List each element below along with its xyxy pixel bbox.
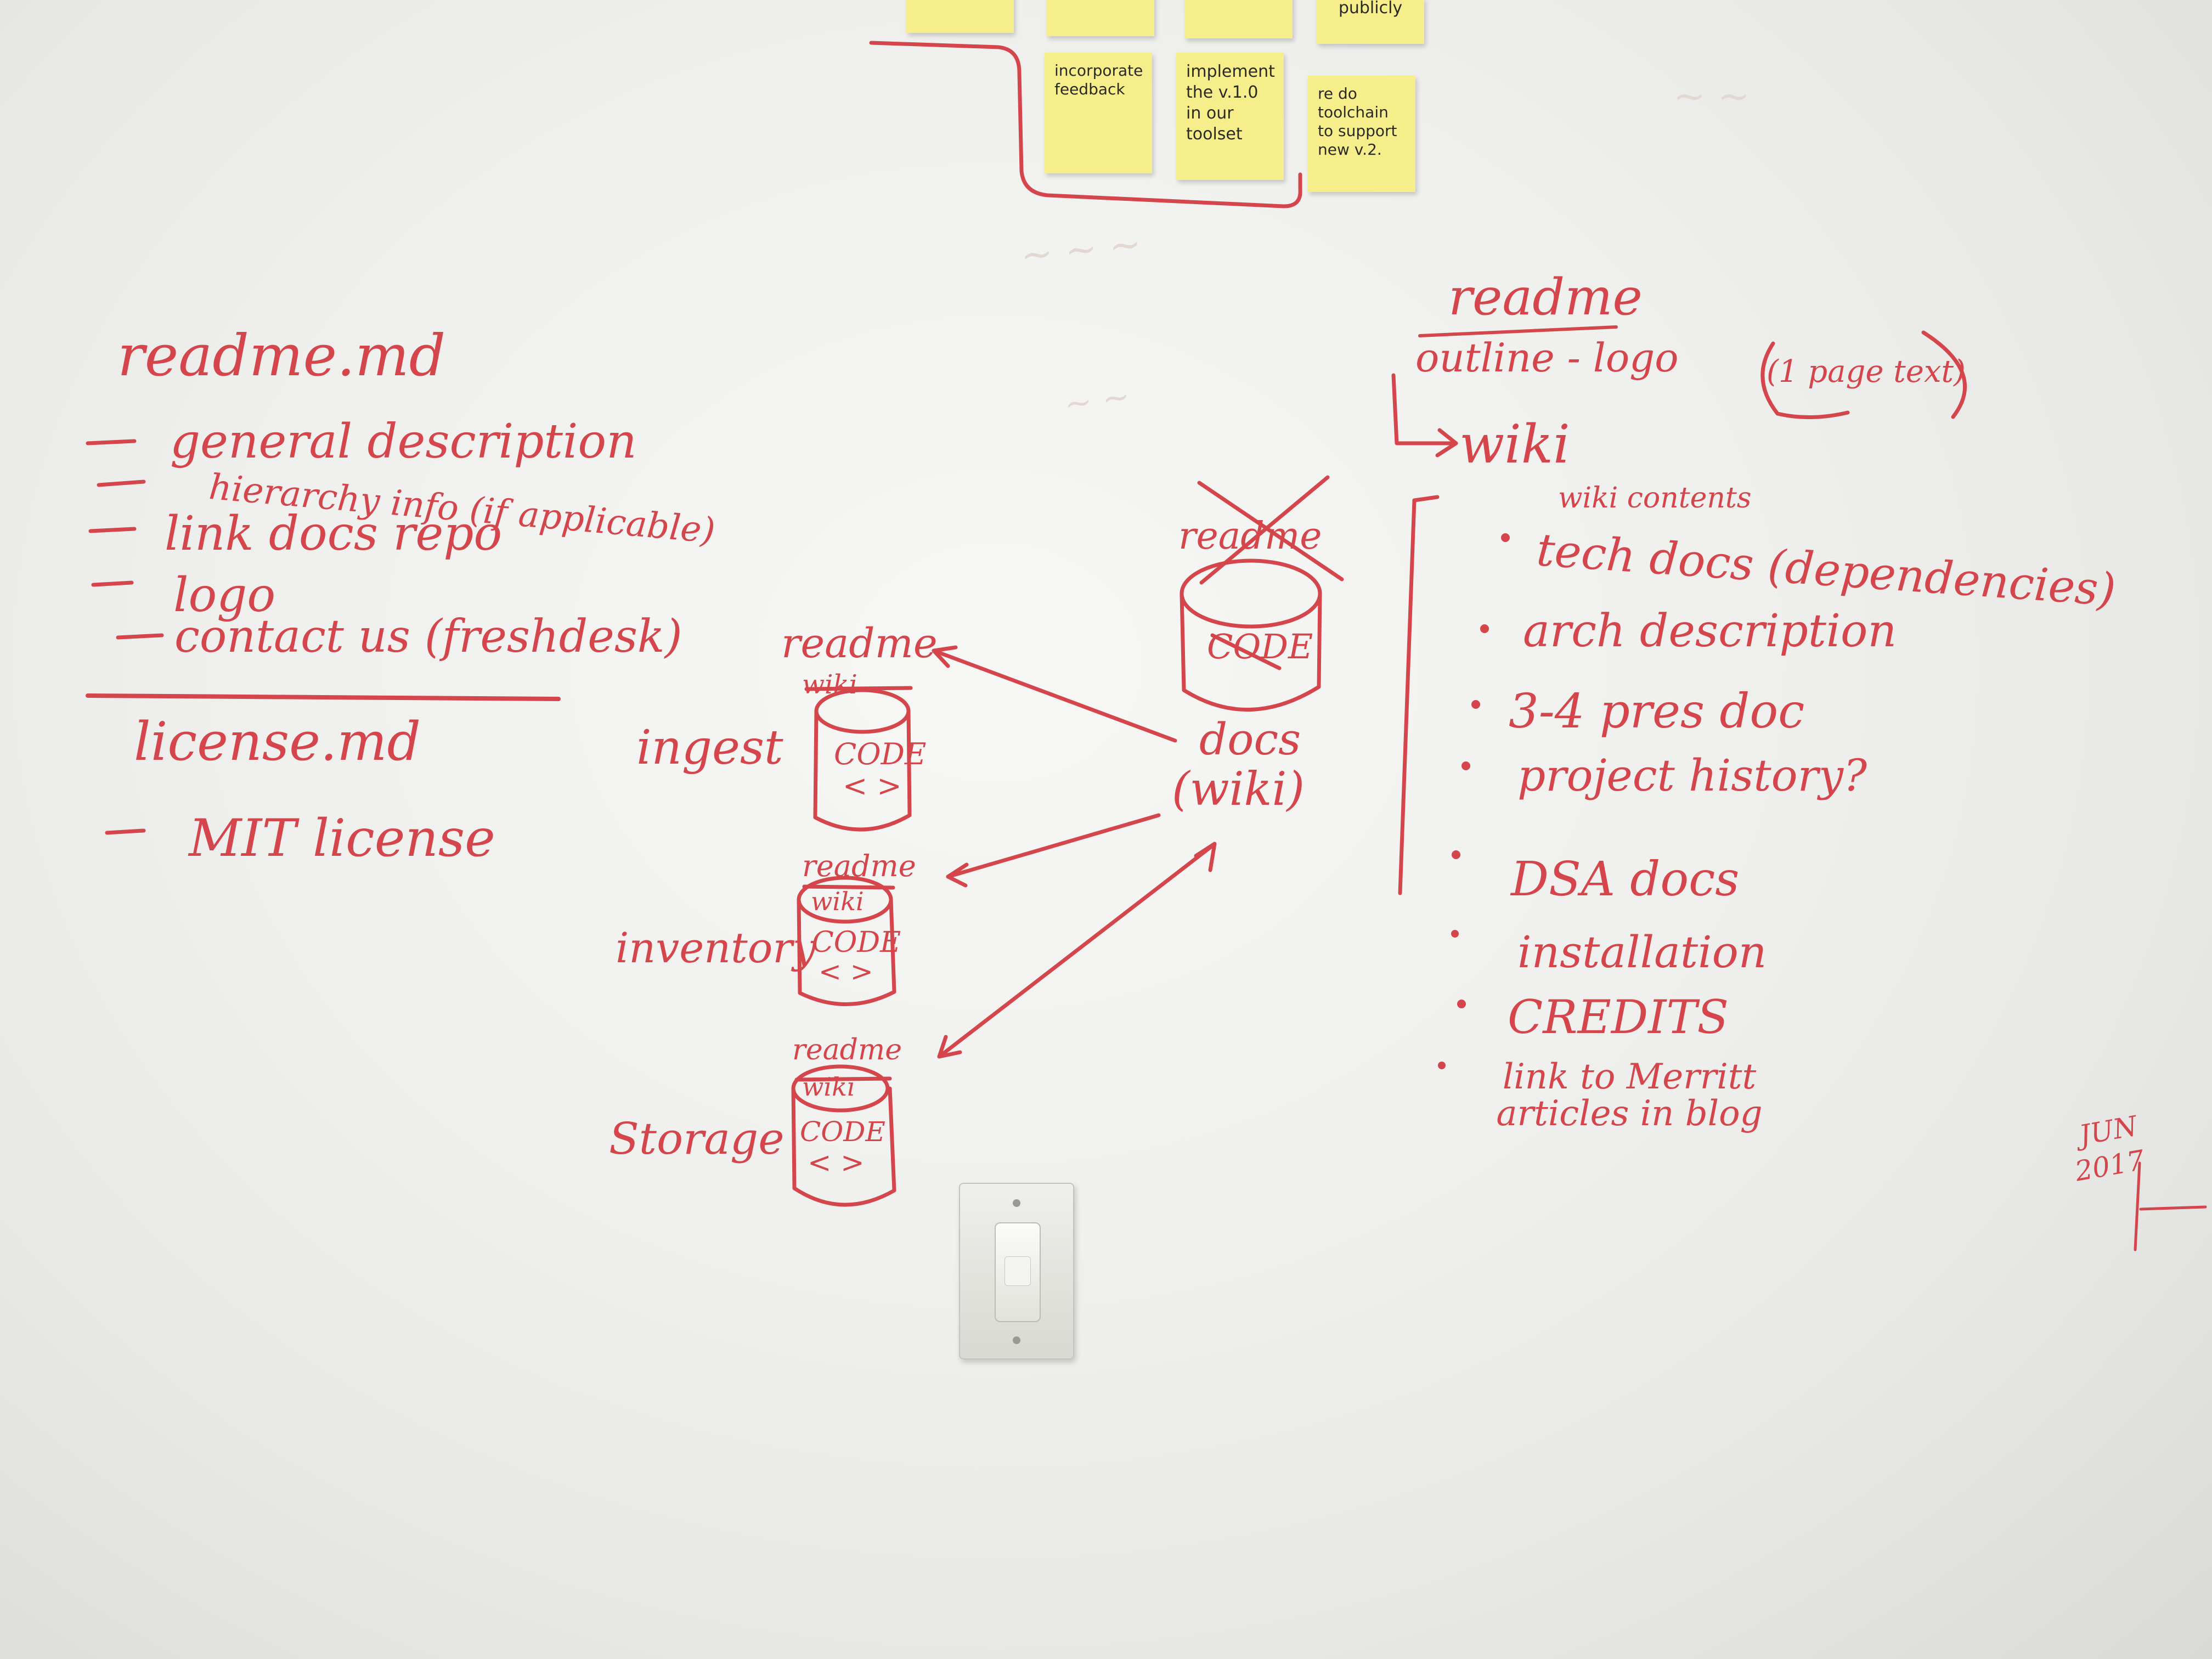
wiki-heading: wiki (1459, 414, 1570, 475)
sticky-note: implement the v.1.0 in our toolset (1176, 53, 1284, 180)
ingest-label: ingest (636, 720, 783, 775)
left-list-item: general description (170, 414, 637, 469)
storage-cylinder (791, 1064, 896, 1207)
light-switch-plate (959, 1183, 1074, 1359)
hub-readme-label: readme (1178, 515, 1322, 558)
inventory-label: inventory (616, 923, 816, 972)
storage-code-label: CODE (800, 1116, 885, 1148)
hub-code-label: CODE (1207, 627, 1313, 667)
inventory-readme-label: readme (802, 849, 916, 883)
left-list-item: contact us (freshdesk) (174, 611, 682, 663)
arrow-docs-to-ingest-readme (932, 648, 1177, 743)
wiki-item: 3-4 pres doc (1509, 684, 1805, 739)
license-item: MIT license (189, 809, 495, 868)
storage-readme-label: readme (792, 1034, 902, 1066)
arrow-docs-to-storage-readme (937, 843, 1216, 1059)
screw (1013, 1336, 1020, 1344)
storage-wiki-label: wiki (802, 1072, 855, 1102)
left-list-item: link docs repo (165, 506, 503, 561)
right-readme-heading: readme (1448, 268, 1643, 326)
arrow-docs-to-inventory-readme (946, 813, 1161, 879)
sticky-note: re do toolchain to support new v.2. (1308, 76, 1415, 192)
outline-logo-label: outline - logo (1415, 335, 1679, 381)
screw (1013, 1199, 1020, 1207)
inventory-code-brackets: < > (819, 956, 873, 988)
ingest-readme-label: readme (781, 620, 938, 667)
arrow-to-wiki (1391, 373, 1458, 445)
page-text-note: (1 page text) (1767, 354, 1966, 390)
hub-cylinder (1180, 558, 1322, 712)
docs-label: docs (1199, 714, 1301, 765)
readme-md-heading: readme.md (117, 322, 446, 389)
wiki-item: project history? (1517, 750, 1867, 801)
left-list-item: logo (173, 568, 276, 623)
wiki-item: arch description (1523, 605, 1897, 657)
docs-wiki-label: (wiki) (1172, 762, 1305, 816)
sticky-note: publicly (1317, 0, 1424, 44)
sticky-note (1047, 0, 1154, 36)
wiki-item: installation (1517, 927, 1767, 978)
wiki-item: link to Merritt articles in blog (1496, 1057, 1763, 1135)
ingest-code-label: CODE (834, 737, 927, 771)
sticky-note: incorporate feedback (1045, 53, 1152, 173)
inventory-wiki-label: wiki (811, 887, 864, 916)
ingest-code-brackets: < > (843, 769, 902, 803)
license-md-heading: license.md (134, 711, 421, 772)
wiki-item: CREDITS (1508, 990, 1729, 1044)
ghost-writing: ~ ~ (1673, 74, 1750, 119)
sticky-group-bracket (869, 41, 1302, 208)
wiki-contents-label: wiki contents (1558, 482, 1752, 515)
wiki-item: DSA docs (1511, 852, 1740, 907)
occupancy-sensor (995, 1222, 1041, 1322)
storage-label: Storage (609, 1113, 785, 1164)
storage-code-brackets: < > (808, 1147, 865, 1180)
sticky-note (1185, 0, 1293, 38)
inventory-cylinder (797, 876, 896, 1006)
ingest-wiki-label: wiki (802, 669, 857, 700)
sticky-note (906, 0, 1014, 33)
inventory-code-label: CODE (812, 926, 901, 959)
